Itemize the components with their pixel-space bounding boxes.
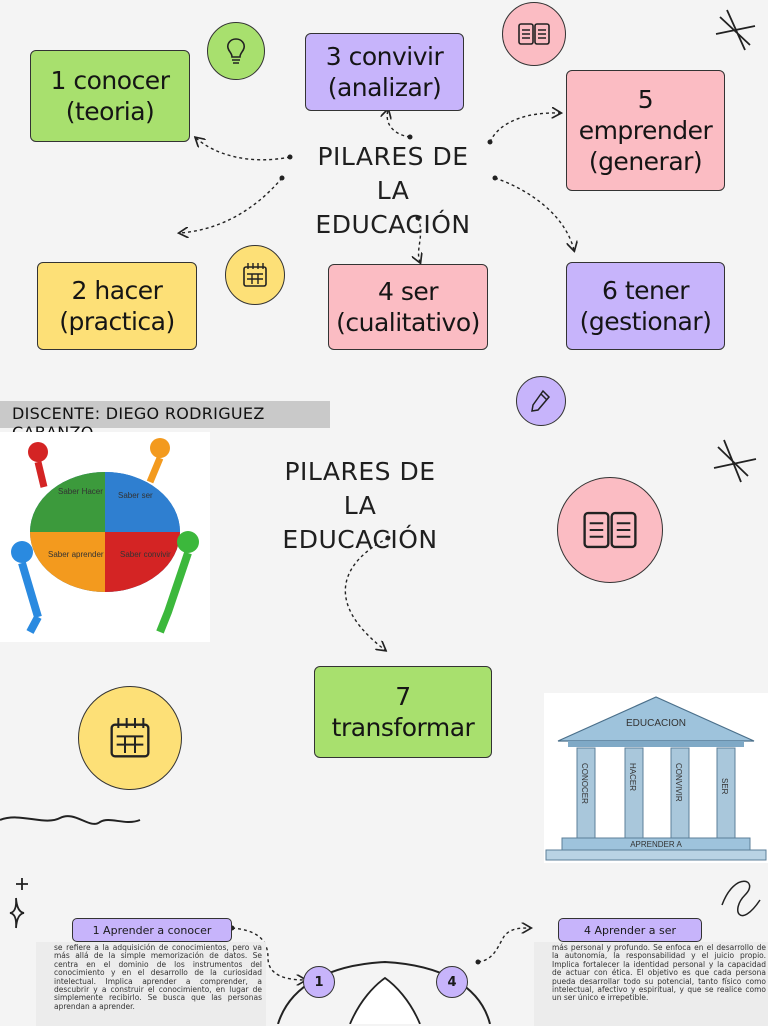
map-title-line1: PILARES DE LA [317,142,469,205]
card-heading: 6 tener [601,275,690,305]
card-subheading: (gestionar) [579,307,712,336]
loop-icon [721,880,761,917]
card-heading: 3 convivir [325,41,444,71]
note-aprender-ser: más personal y profundo. Se enfoca en el… [534,942,768,1026]
pillar-card-tener: 6 tener(gestionar) [566,262,725,350]
puzzle-label: Saber Hacer [58,487,103,496]
card-heading: 5 [637,84,654,114]
pencil-icon [516,376,566,426]
card-heading: 7 [395,681,411,711]
tag-aprender-conocer: 1 Aprender a conocer [72,918,232,942]
tag-label: 4 Aprender a ser [583,923,677,937]
note-text: se refiere a la adquisición de conocimie… [54,943,262,1011]
card-subheading: transformar [331,713,475,742]
column-label: SER [720,778,729,795]
puzzle-label: Saber ser [118,491,153,500]
second-map-title-line2: EDUCACIÓN [282,524,438,554]
temple-roof-label: EDUCACION [626,718,686,729]
note-text: más personal y profundo. Se enfoca en el… [552,943,766,1003]
card-subheading-2: (generar) [588,147,703,177]
tag-label: 1 Aprender a conocer [92,923,212,937]
calendar-icon [78,686,182,790]
lightbulb-icon [207,22,265,80]
column-label: HACER [628,763,637,791]
card-subheading: (practica) [59,307,175,336]
card-heading: 1 conocer [50,65,170,95]
number-label: 1 [314,974,324,990]
card-subheading: emprender [578,115,713,145]
card-heading: 2 hacer [71,275,163,305]
pillar-card-ser: 4 ser(cualitativo) [328,264,488,350]
pillar-card-convivir: 3 convivir(analizar) [305,33,464,111]
student-banner: DISCENTE: DIEGO RODRIGUEZ CABANZO [0,401,330,442]
number-label: 4 [447,974,457,990]
puzzle-label: Saber convivir [120,550,171,559]
card-subheading: (teoria) [65,97,155,126]
temple-base-label: APRENDER A [630,840,682,849]
temple-image: EDUCACION CONOCER HACER CONVIVIR SER APR… [544,693,768,863]
open-book-icon [502,2,566,66]
sparkle-icon [9,9,757,929]
column-label: CONVIVIR [674,763,683,802]
column-label: CONOCER [580,763,589,804]
tag-aprender-ser: 4 Aprender a ser [558,918,702,942]
note-aprender-conocer: se refiere a la adquisición de conocimie… [36,942,266,1026]
second-map-title-line1: PILARES DE LA [284,457,436,520]
second-map-title: PILARES DE LA EDUCACIÓN [265,455,455,556]
pillar-card-hacer: 2 hacer(practica) [37,262,197,350]
open-book-icon [557,477,663,583]
map-title-line2: EDUCACIÓN [315,209,471,239]
puzzle-image: Saber Hacer Saber ser Saber aprender Sab… [0,432,210,642]
puzzle-label: Saber aprender [48,550,104,559]
number-circle-4: 4 [436,966,468,998]
map-title: PILARES DE LA EDUCACIÓN [298,140,488,241]
number-circle-1: 1 [303,966,335,998]
card-subheading: (cualitativo) [336,308,480,337]
squiggle-icon [0,815,141,825]
card-heading: 4 ser [377,276,439,306]
card-subheading: (analizar) [327,73,442,102]
pillar-card-conocer: 1 conocer(teoria) [30,50,190,142]
calendar-icon [225,245,285,305]
